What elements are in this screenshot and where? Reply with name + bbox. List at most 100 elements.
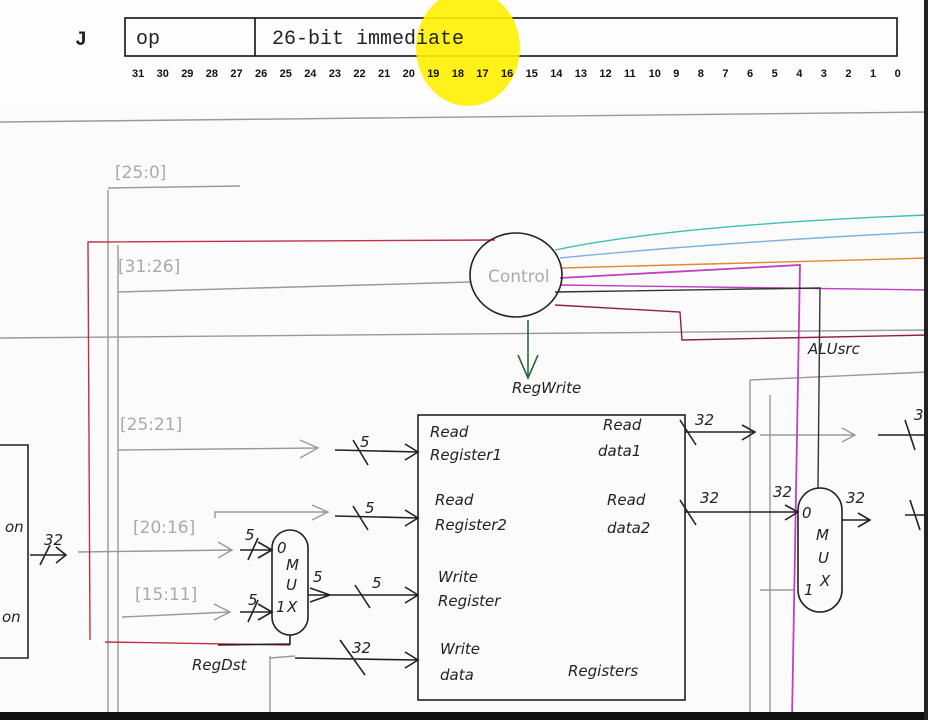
bus-width-mux-in1: 5 [248,591,258,609]
registers-title: Registers [568,662,638,680]
alusrc-label: ALUsrc [807,340,861,358]
gray-wires [0,185,928,720]
bit-number: 10 [649,68,661,80]
op-field: op [136,28,160,51]
bit-number: 15 [526,68,538,80]
bit-number: 21 [378,68,390,80]
bit-number: 7 [722,68,728,80]
immediate-field: 26-bit immediate [272,28,464,51]
bit-number: 25 [280,68,292,80]
bit-number: 3 [821,68,827,80]
video-frame-right [924,0,928,720]
bus-width-wdata: 32 [352,639,371,657]
bus-width-wreg: 5 [372,574,382,592]
bus-width-mux-in0: 5 [245,526,255,544]
write-data-label: Write [440,640,480,658]
bit-number: 9 [673,68,679,80]
bit-number: 6 [747,68,753,80]
bit-number: 11 [624,68,636,80]
read-data1-label: data1 [598,442,641,460]
divider-line [0,111,928,123]
field-rt: [20:16] [133,518,195,538]
register-input-wires [217,439,420,676]
field-imm: [25:0] [115,163,166,183]
regwrite-label: RegWrite [512,379,581,397]
regdst-label: RegDst [192,656,248,674]
control-label: Control [488,267,549,287]
bit-number: 24 [304,68,317,80]
row-label: J [75,29,87,52]
mux-input-1: 1 [276,598,286,616]
bus-width-rt: 5 [365,499,375,517]
read-register1-label: Read [430,423,469,441]
write-register-label: Register [438,592,501,610]
bit-number: 2 [845,68,851,80]
control-wires [87,214,928,720]
bit-number: 19 [427,68,439,80]
bit-number: 1 [870,68,876,80]
bus-width-mux-out: 5 [313,568,323,586]
bit-number: 5 [772,68,778,80]
bit-number: 28 [206,68,218,80]
cursor-highlight [416,0,520,106]
read-data2-label: data2 [607,519,650,537]
read-register2-label: Register2 [435,516,507,534]
bit-number: 23 [329,68,341,80]
register-output-wires [679,419,928,531]
bus-width-instr: 32 [44,531,63,549]
bit-number: 29 [181,68,193,80]
bus-width-rd1: 32 [695,411,714,429]
bit-number: 27 [230,68,242,80]
read-register2-label: Read [435,491,474,509]
regwrite-arrow [517,320,539,381]
field-rd: [15:11] [135,585,197,605]
bit-number: 16 [501,68,513,80]
bus-width-rd2: 32 [700,489,719,507]
bit-number: 4 [796,68,803,80]
instr-mem-text: on [5,518,24,536]
read-data1-label: Read [603,416,642,434]
bus-width-cut: 3 [914,406,924,424]
read-data2-label: Read [607,491,646,509]
bit-number: 8 [698,68,704,80]
bit-number: 0 [895,68,901,80]
register-file [417,414,686,701]
bit-number: 17 [476,68,488,80]
bit-number: 14 [550,68,563,80]
field-rs: [25:21] [120,415,182,435]
bus-width-alu-b-out: 32 [846,489,865,507]
register-file-labels: Read Register1 Read Register2 Write Regi… [430,416,650,684]
bit-number: 26 [255,68,267,80]
bit-number: 18 [452,68,464,80]
field-op: [31:26] [118,257,180,277]
mux-letter: U [286,576,297,594]
bit-number: 31 [132,68,144,80]
mux-left-text: 0 M U 1 X [276,539,299,616]
write-register-label: Write [438,568,478,586]
mux-right-text: 0 M U 1 X [802,504,831,599]
bit-number: 30 [157,68,169,80]
instruction-memory-partial [0,444,29,659]
read-register1-label: Register1 [430,446,502,464]
bit-number: 13 [575,68,587,80]
control-unit [469,232,563,318]
bus-width-alu-b-in: 32 [773,483,792,501]
mux-input-1: 1 [804,581,814,599]
mux-letter: U [818,549,829,567]
instr-mem-text: on [2,608,21,626]
mux-letter: M [286,556,299,574]
regdst-mux [271,529,309,636]
bit-number: 20 [403,68,415,80]
mux-letter: X [286,598,298,616]
mux-letter: X [819,572,831,590]
alusrc-mux [797,487,843,613]
mux-input-0: 0 [802,504,812,522]
bit-number: 22 [353,68,365,80]
bit-number: 12 [599,68,611,80]
write-data-label: data [440,666,474,684]
mux-letter: M [816,526,829,544]
mux-input-0: 0 [277,539,287,557]
